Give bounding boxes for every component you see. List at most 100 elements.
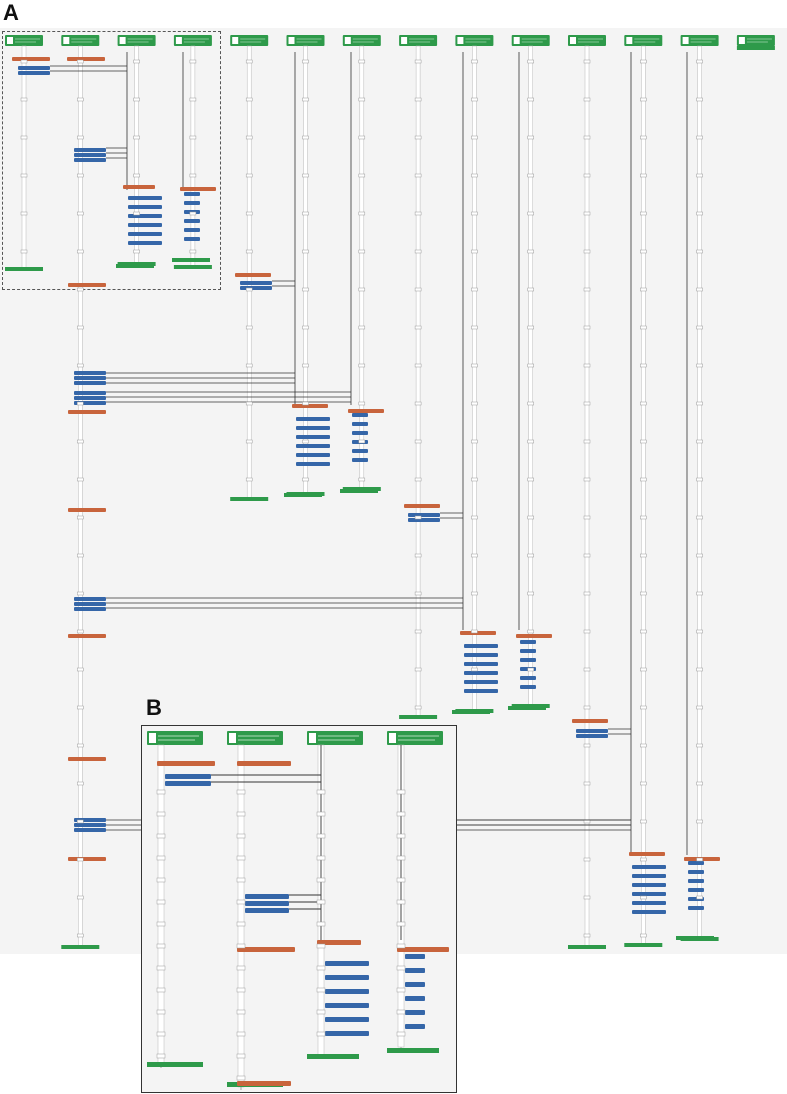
fragment-box <box>245 249 253 254</box>
fragment-box <box>302 173 309 178</box>
activation-box <box>688 906 704 910</box>
message-call <box>123 185 155 189</box>
inset-activation-box <box>325 975 369 980</box>
lifeline-header-icon <box>513 37 520 44</box>
activation-box <box>74 597 106 601</box>
fragment-box <box>302 97 309 102</box>
inset-fragment-box <box>236 833 246 839</box>
activation-box <box>74 376 106 380</box>
inset-fragment-box <box>396 789 406 795</box>
fragment-box <box>696 629 703 634</box>
fragment-box <box>358 325 366 330</box>
inset-fragment-box <box>316 943 326 949</box>
fragment-box <box>527 59 534 64</box>
activation-box <box>296 426 330 430</box>
fragment-box <box>583 591 591 596</box>
fragment-box <box>527 629 534 634</box>
fragment-box <box>696 439 703 444</box>
sub-footer <box>508 706 546 710</box>
fragment-box <box>245 325 253 330</box>
fragment-box <box>414 629 422 634</box>
lifeline-header-icon <box>232 37 239 44</box>
fragment-box <box>696 515 703 520</box>
fragment-box <box>696 59 703 64</box>
fragment-box <box>302 401 309 406</box>
activation-box <box>74 391 106 395</box>
fragment-box <box>640 135 647 140</box>
fragment-box <box>696 667 703 672</box>
fragment-box <box>640 477 647 482</box>
fragment-box <box>414 325 422 330</box>
fragment-box <box>583 705 591 710</box>
activation-box <box>352 431 368 435</box>
fragment-box <box>640 439 647 444</box>
activation-box <box>632 892 666 896</box>
fragment-box <box>640 895 647 900</box>
activation-box <box>128 196 162 200</box>
lifeline-header-icon <box>682 37 689 44</box>
inset-fragment-box <box>236 811 246 817</box>
fragment-box <box>471 591 478 596</box>
inset-lifeline-footer <box>387 1048 439 1053</box>
inset-lifeline-header-icon <box>149 733 156 743</box>
activation-box <box>296 435 330 439</box>
fragment-box <box>302 477 309 482</box>
fragment-box <box>133 173 140 178</box>
inset-fragment-box <box>316 921 326 927</box>
activation-box <box>74 153 106 157</box>
fragment-box <box>358 211 366 216</box>
fragment-box <box>245 135 253 140</box>
activation-box <box>74 607 106 611</box>
fragment-box <box>77 819 84 824</box>
inset-fragment-box <box>316 1031 326 1037</box>
fragment-box <box>414 59 422 64</box>
fragment-box <box>471 477 478 482</box>
fragment-box <box>583 211 591 216</box>
message-call <box>68 410 106 414</box>
fragment-box <box>471 629 478 634</box>
lifeline-header <box>568 35 606 46</box>
lifeline-header <box>624 35 663 46</box>
sub-footer <box>340 489 378 493</box>
inset-fragment-box <box>156 877 166 883</box>
inset-lifeline-header-icon <box>389 733 396 743</box>
fragment-box <box>583 325 591 330</box>
activation-box <box>464 662 498 666</box>
message-call <box>572 719 608 723</box>
lifeline-footer <box>399 715 438 719</box>
inset-fragment-box <box>396 1009 406 1015</box>
activation-box <box>352 422 368 426</box>
activation-box <box>184 237 200 241</box>
activation-box <box>74 602 106 606</box>
lifeline-header-icon <box>457 37 464 44</box>
activation-box <box>688 870 704 874</box>
fragment-box <box>471 401 478 406</box>
fragment-box <box>583 59 591 64</box>
activation-box <box>352 449 368 453</box>
lifeline-header <box>5 35 43 46</box>
fragment-box <box>583 401 591 406</box>
activation-box <box>240 281 272 285</box>
inset-fragment-box <box>316 1009 326 1015</box>
lifeline-header <box>173 35 212 46</box>
fragment-box <box>77 933 84 938</box>
fragment-box <box>133 135 140 140</box>
fragment-box <box>527 173 534 178</box>
inset-fragment-box <box>396 877 406 883</box>
fragment-box <box>640 211 647 216</box>
fragment-box <box>696 819 703 824</box>
inset-fragment-box <box>396 855 406 861</box>
fragment-box <box>696 553 703 558</box>
fragment-box <box>583 667 591 672</box>
inset-fragment-box <box>156 789 166 795</box>
fragment-box <box>583 477 591 482</box>
fragment-box <box>245 363 253 368</box>
activation-box <box>74 371 106 375</box>
fragment-box <box>133 211 140 216</box>
lifeline-header-icon <box>63 37 70 44</box>
fragment-box <box>527 667 534 672</box>
fragment-box <box>696 591 703 596</box>
lifeline-header-icon <box>401 37 408 44</box>
fragment-box <box>527 363 534 368</box>
lifeline-footer <box>624 943 663 947</box>
